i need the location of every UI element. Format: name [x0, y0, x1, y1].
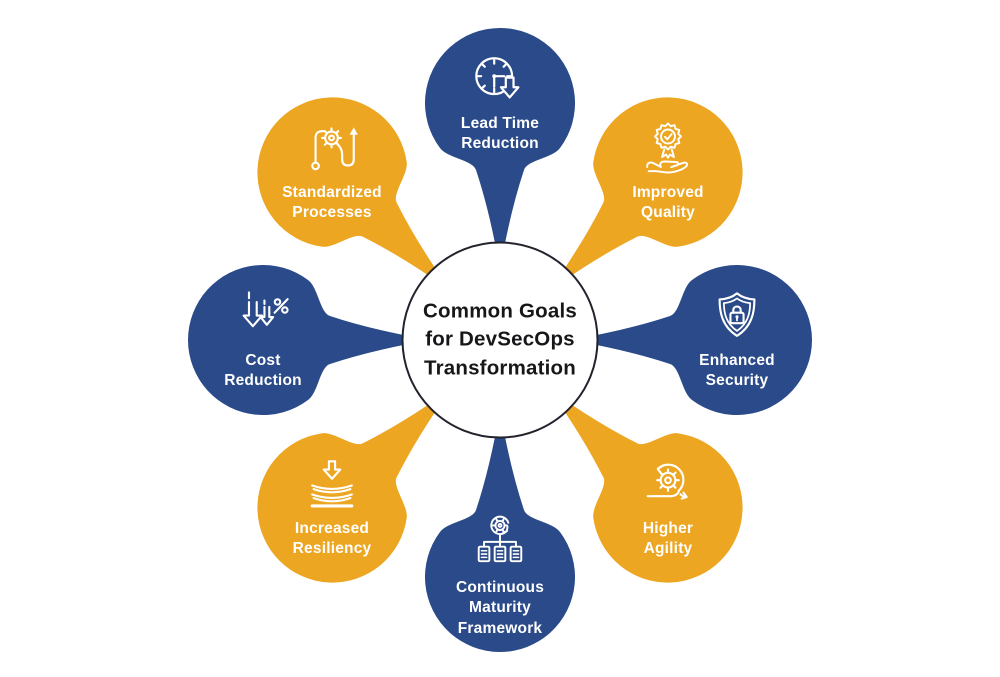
- petal-label: Lead Time Reduction: [460, 115, 540, 153]
- medal-in-hand-icon: [646, 122, 689, 174]
- petal-cost-reduction: Cost Reduction: [175, 288, 351, 392]
- petal-label: Increased Resiliency: [292, 520, 372, 558]
- down-arrows-percent-icon: [242, 291, 289, 328]
- petal-continuous-maturity-framework: Continuous Maturity Framework: [412, 515, 588, 639]
- petal-label: Standardized Processes: [282, 184, 382, 222]
- petal-enhanced-security: Enhanced Security: [649, 288, 825, 392]
- petal-shape-bottom: [425, 410, 575, 652]
- petal-increased-resiliency: Increased Resiliency: [244, 456, 420, 560]
- petal-shape-bottom-left: [257, 389, 451, 583]
- petal-shape-top-right: [549, 97, 743, 291]
- petal-shape-bottom-right: [549, 389, 743, 583]
- compression-layers-icon: [310, 460, 354, 508]
- gear-process-flow-icon: [311, 127, 358, 171]
- petal-shape-top-left: [257, 97, 451, 291]
- gear-hierarchy-icon: [477, 515, 523, 563]
- gear-cycle-arrow-icon: [646, 463, 688, 500]
- diagram-title: Common Goals for DevSecOps Transformatio…: [423, 299, 577, 380]
- shield-lock-icon: [718, 292, 756, 337]
- petal-label: Higher Agility: [642, 520, 694, 558]
- petal-label: Improved Quality: [632, 184, 704, 222]
- petal-shape-top: [425, 28, 575, 270]
- petal-shape-right: [570, 265, 812, 415]
- petal-improved-quality: Improved Quality: [580, 120, 756, 224]
- stopwatch-down-arrow-icon: [475, 57, 520, 99]
- petal-label: Cost Reduction: [224, 352, 302, 390]
- petal-standardized-processes: Standardized Processes: [244, 120, 420, 224]
- petal-label: Continuous Maturity Framework: [455, 578, 545, 637]
- center-circle: [401, 241, 599, 439]
- petal-lead-time-reduction: Lead Time Reduction: [412, 51, 588, 155]
- petal-label: Enhanced Security: [699, 352, 775, 390]
- petal-higher-agility: Higher Agility: [580, 456, 756, 560]
